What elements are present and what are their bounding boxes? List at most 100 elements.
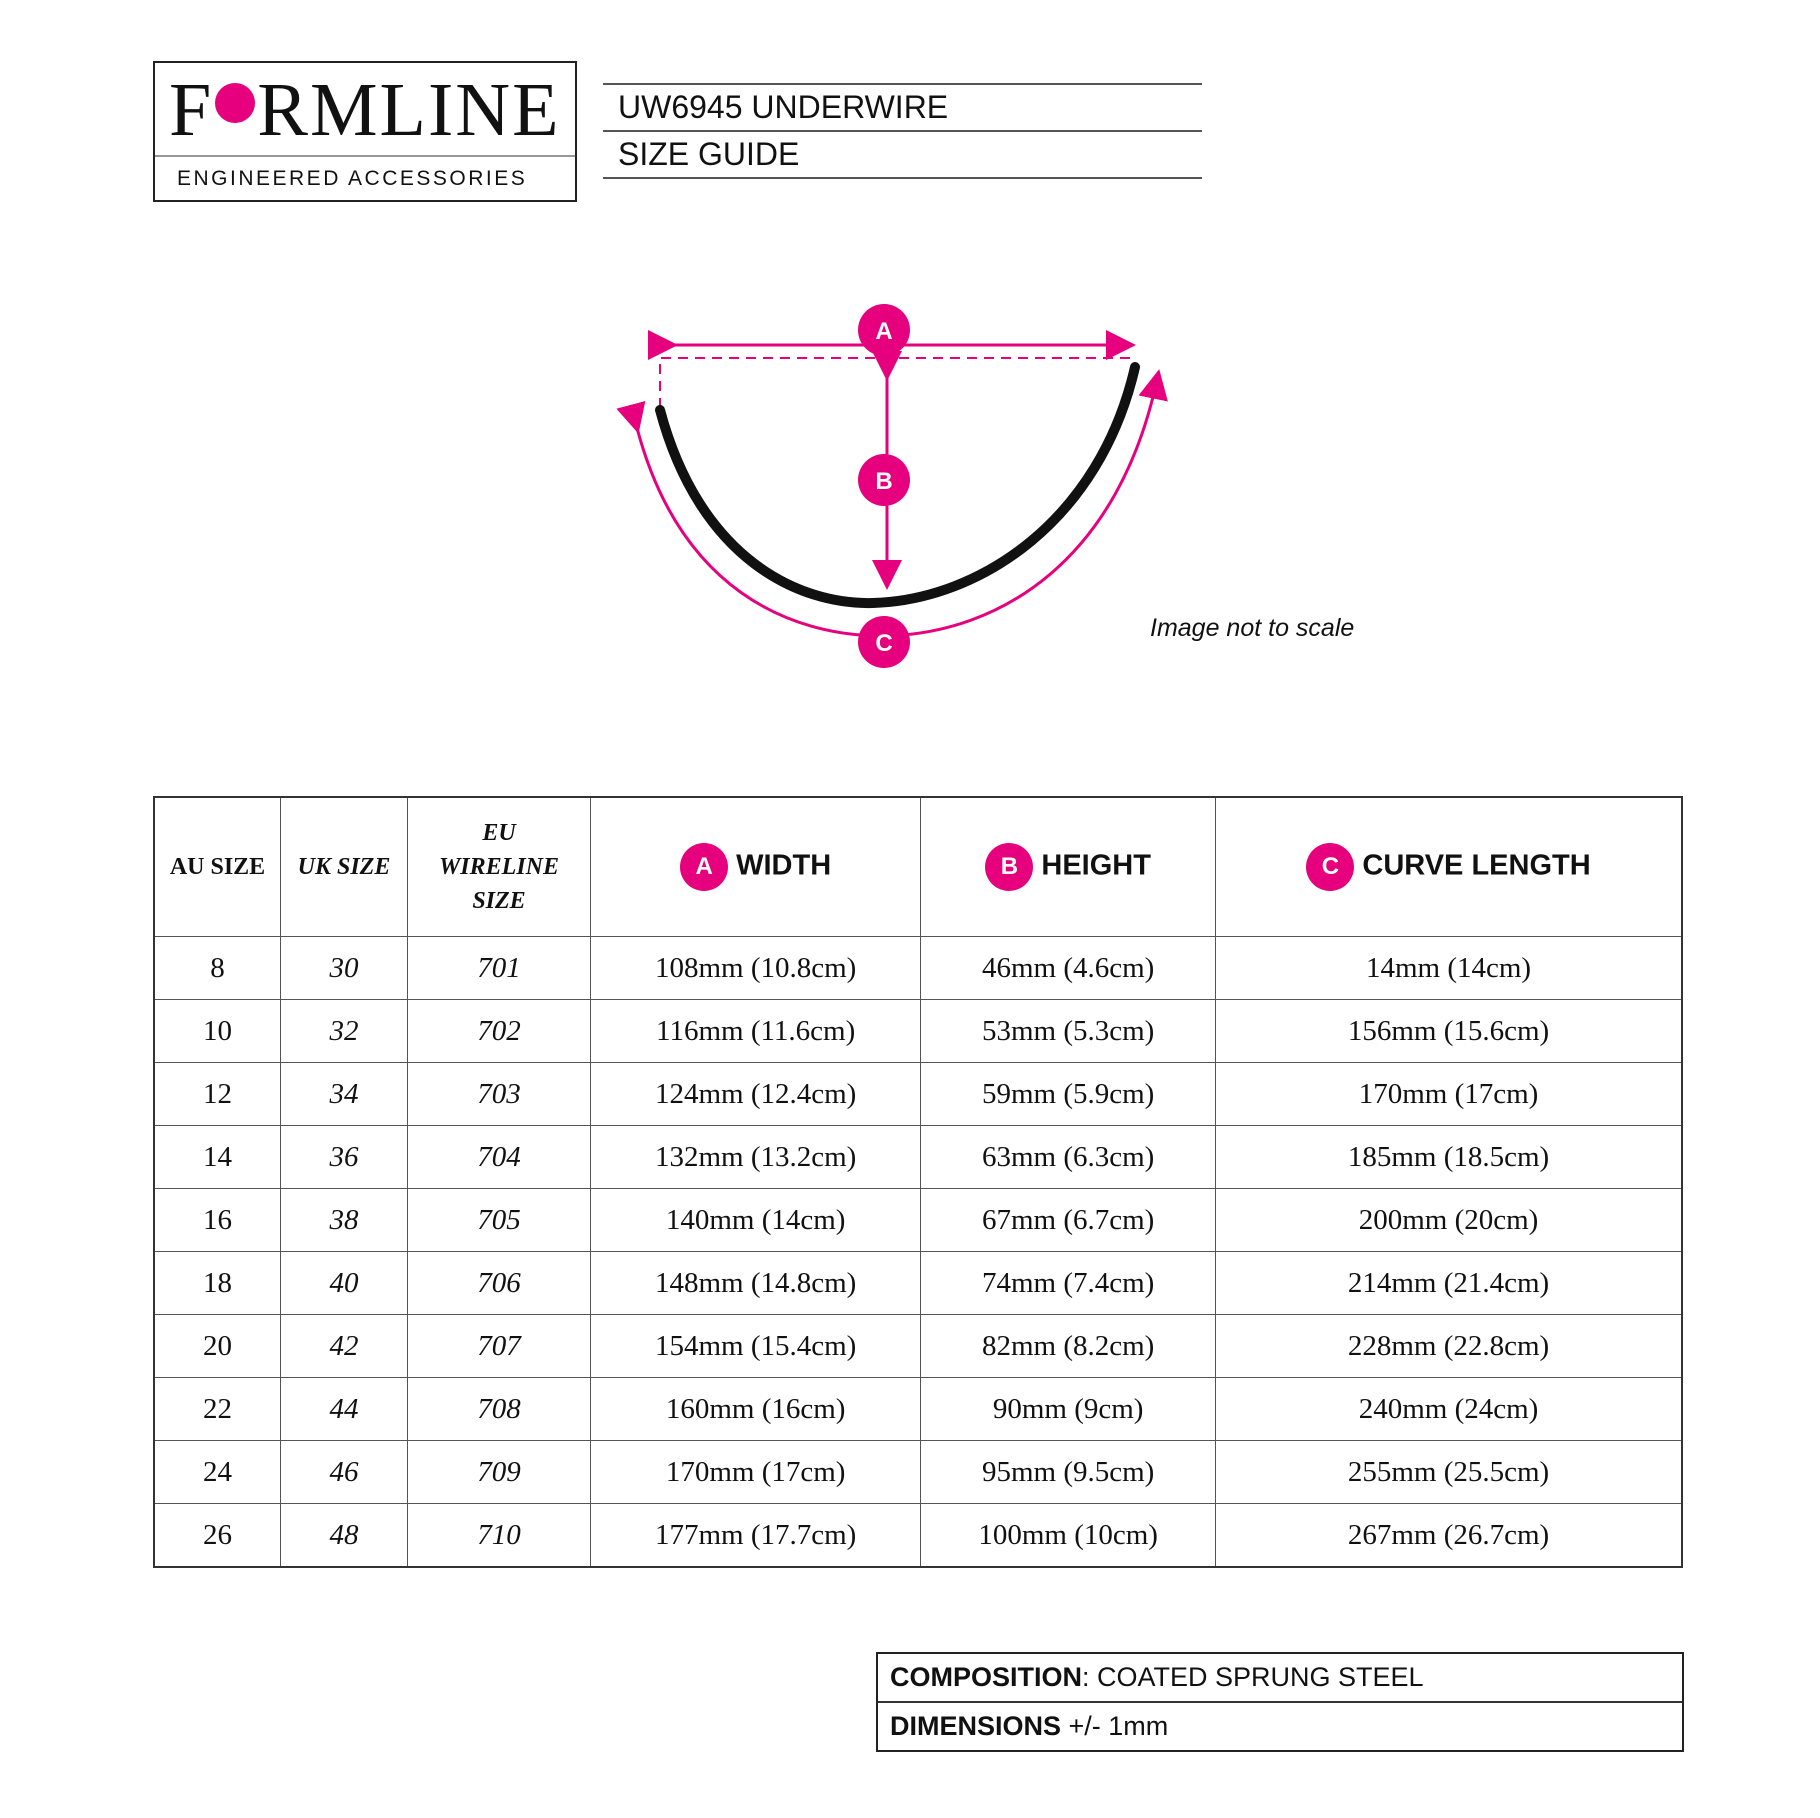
cell-width: 170mm (17cm) — [589, 1440, 922, 1504]
badge-c: C — [858, 616, 910, 668]
cell-width: 154mm (15.4cm) — [589, 1314, 922, 1378]
header-uk-size: UK SIZE — [280, 796, 408, 937]
cell-uk-size: 34 — [280, 1062, 408, 1126]
cell-au-size: 24 — [153, 1440, 281, 1504]
cell-curve-length: 185mm (18.5cm) — [1215, 1125, 1683, 1189]
cell-uk-size: 32 — [280, 999, 408, 1063]
specs-box: COMPOSITION: COATED SPRUNG STEEL DIMENSI… — [876, 1652, 1684, 1752]
logo-tagline: ENGINEERED ACCESSORIES — [177, 167, 528, 190]
cell-uk-size: 44 — [280, 1377, 408, 1441]
cell-width: 116mm (11.6cm) — [589, 999, 922, 1063]
badge-b: B — [858, 454, 910, 506]
cell-curve-length: 156mm (15.6cm) — [1215, 999, 1683, 1063]
cell-curve-length: 240mm (24cm) — [1215, 1377, 1683, 1441]
cell-height: 53mm (5.3cm) — [920, 999, 1217, 1063]
cell-eu-size: 704 — [407, 1125, 591, 1189]
cell-uk-size: 48 — [280, 1503, 408, 1568]
cell-eu-size: 706 — [407, 1251, 591, 1315]
cell-height: 59mm (5.9cm) — [920, 1062, 1217, 1126]
cell-uk-size: 46 — [280, 1440, 408, 1504]
scale-note: Image not to scale — [1150, 614, 1355, 642]
cell-height: 82mm (8.2cm) — [920, 1314, 1217, 1378]
cell-height: 46mm (4.6cm) — [920, 936, 1217, 1000]
cell-width: 160mm (16cm) — [589, 1377, 922, 1441]
document-title: UW6945 UNDERWIRE — [618, 89, 949, 125]
badge-b-icon: B — [985, 843, 1034, 891]
dimensions-line: DIMENSIONS +/- 1mm — [878, 1701, 1682, 1750]
cell-curve-length: 170mm (17cm) — [1215, 1062, 1683, 1126]
cell-width: 108mm (10.8cm) — [589, 936, 922, 1000]
badge-a: A — [858, 304, 910, 356]
divider — [603, 130, 1202, 132]
cell-height: 74mm (7.4cm) — [920, 1251, 1217, 1315]
cell-au-size: 22 — [153, 1377, 281, 1441]
cell-width: 148mm (14.8cm) — [589, 1251, 922, 1315]
cell-au-size: 12 — [153, 1062, 281, 1126]
cell-au-size: 10 — [153, 999, 281, 1063]
header-au-size: AU SIZE — [153, 796, 281, 937]
cell-width: 132mm (13.2cm) — [589, 1125, 922, 1189]
svg-text:B: B — [875, 468, 892, 495]
cell-uk-size: 30 — [280, 936, 408, 1000]
cell-au-size: 8 — [153, 936, 281, 1000]
divider — [603, 177, 1202, 179]
cell-uk-size: 42 — [280, 1314, 408, 1378]
cell-height: 90mm (9cm) — [920, 1377, 1217, 1441]
underwire-shape — [655, 362, 1140, 609]
cell-uk-size: 38 — [280, 1188, 408, 1252]
cell-height: 67mm (6.7cm) — [920, 1188, 1217, 1252]
cell-au-size: 26 — [153, 1503, 281, 1568]
cell-height: 63mm (6.3cm) — [920, 1125, 1217, 1189]
cell-au-size: 16 — [153, 1188, 281, 1252]
cell-au-size: 14 — [153, 1125, 281, 1189]
cell-uk-size: 36 — [280, 1125, 408, 1189]
cell-eu-size: 703 — [407, 1062, 591, 1126]
divider — [603, 83, 1202, 85]
width-guide — [659, 357, 1137, 408]
cell-au-size: 18 — [153, 1251, 281, 1315]
cell-eu-size: 707 — [407, 1314, 591, 1378]
cell-eu-size: 702 — [407, 999, 591, 1063]
svg-text:C: C — [875, 630, 892, 657]
cell-height: 95mm (9.5cm) — [920, 1440, 1217, 1504]
badge-a-icon: A — [680, 843, 729, 891]
composition-line: COMPOSITION: COATED SPRUNG STEEL — [890, 1662, 1424, 1692]
cell-curve-length: 228mm (22.8cm) — [1215, 1314, 1683, 1378]
cell-curve-length: 14mm (14cm) — [1215, 936, 1683, 1000]
cell-width: 140mm (14cm) — [589, 1188, 922, 1252]
document-subtitle: SIZE GUIDE — [618, 136, 800, 172]
cell-curve-length: 200mm (20cm) — [1215, 1188, 1683, 1252]
logo-dot-icon — [215, 83, 256, 123]
badge-c-icon: C — [1306, 843, 1355, 891]
cell-width: 177mm (17.7cm) — [589, 1503, 922, 1568]
svg-text:A: A — [875, 318, 892, 345]
cell-width: 124mm (12.4cm) — [589, 1062, 922, 1126]
cell-eu-size: 708 — [407, 1377, 591, 1441]
cell-eu-size: 701 — [407, 936, 591, 1000]
cell-au-size: 20 — [153, 1314, 281, 1378]
cell-curve-length: 267mm (26.7cm) — [1215, 1503, 1683, 1568]
cell-curve-length: 255mm (25.5cm) — [1215, 1440, 1683, 1504]
cell-eu-size: 705 — [407, 1188, 591, 1252]
cell-eu-size: 710 — [407, 1503, 591, 1568]
cell-height: 100mm (10cm) — [920, 1503, 1217, 1568]
cell-uk-size: 40 — [280, 1251, 408, 1315]
